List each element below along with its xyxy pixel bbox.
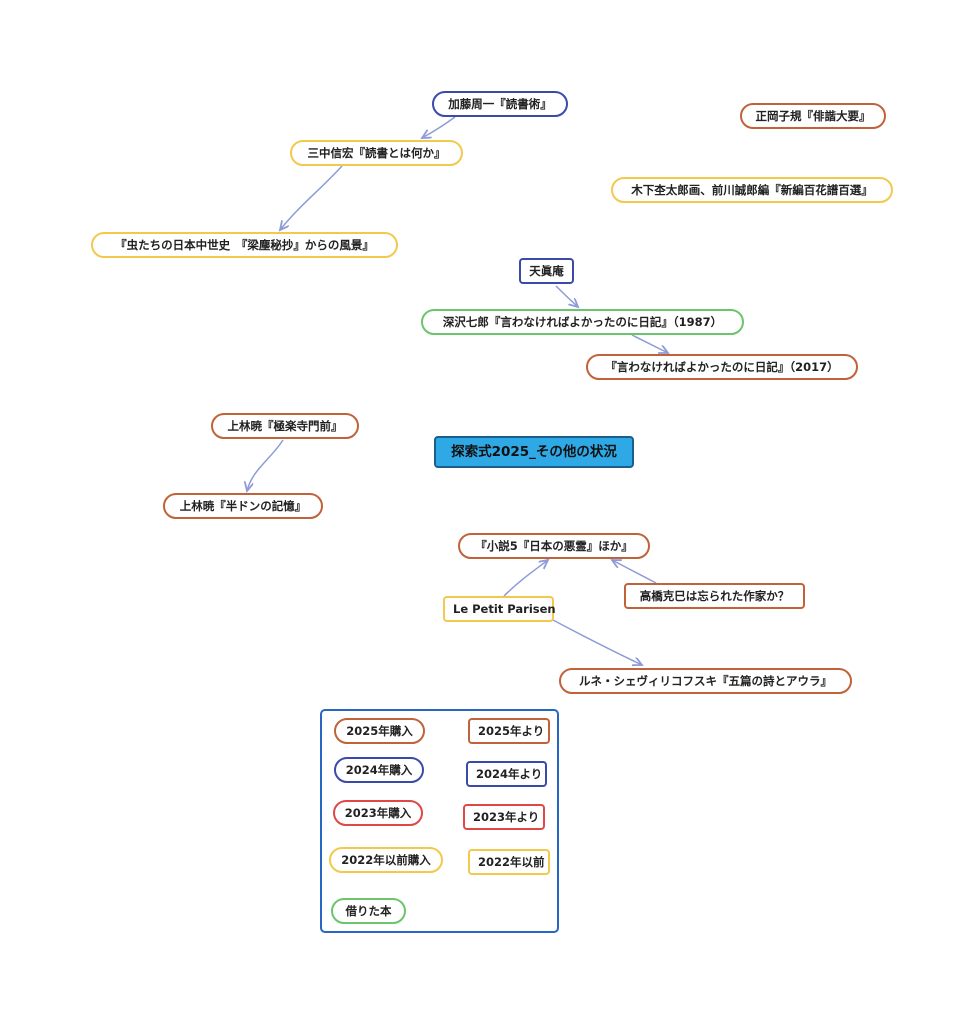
edge-petit-shosetsu xyxy=(503,560,548,597)
node-mushi[interactable]: 『虫たちの日本中世史 『梁塵秘抄』からの風景』 xyxy=(91,232,398,258)
node-kinoshita[interactable]: 木下杢太郎画、前川誠郎編『新編百花譜百選』 xyxy=(611,177,893,203)
node-takahashi[interactable]: 高橋克巳は忘られた作家か？ xyxy=(624,583,805,609)
node-tenshin[interactable]: 天眞庵 xyxy=(519,258,574,284)
edge-kambayashi xyxy=(247,439,284,491)
node-kato[interactable]: 加藤周一『読書術』 xyxy=(432,91,568,117)
node-kambayashi-handon[interactable]: 上林暁『半ドンの記憶』 xyxy=(163,493,323,519)
node-iwanakereba[interactable]: 『言わなければよかったのに日記』（2017） xyxy=(586,354,858,380)
node-masaoka[interactable]: 正岡子規『俳諧大要』 xyxy=(740,103,886,129)
legend-2024-purchase: 2024年購入 xyxy=(334,757,424,783)
node-fukazawa[interactable]: 深沢七郎『言わなければよかったのに日記』（1987） xyxy=(421,309,744,335)
edge-minaka-mushi xyxy=(280,165,343,230)
legend-2025-from: 2025年より xyxy=(468,718,550,744)
node-petit-parisen[interactable]: Le Petit Parisen xyxy=(443,596,556,622)
node-rene[interactable]: ルネ・シェヴィリコフスキ『五篇の詩とアウラ』 xyxy=(559,668,852,694)
edge-tenshin-fukazawa xyxy=(555,285,578,307)
node-kambayashi-gokurakuji[interactable]: 上林暁『極楽寺門前』 xyxy=(211,413,359,439)
legend-2022-before: 2022年以前 xyxy=(468,849,550,875)
node-minaka[interactable]: 三中信宏『読書とは何か』 xyxy=(290,140,463,166)
edge-takahashi-shosetsu xyxy=(612,560,657,584)
edge-kato-minaka xyxy=(422,116,456,138)
legend-borrowed: 借りた本 xyxy=(331,898,406,924)
node-shosetsu[interactable]: 『小説5『日本の悪霊』ほか』 xyxy=(458,533,650,559)
legend-2023-from: 2023年より xyxy=(463,804,545,830)
central-topic[interactable]: 探索式2025_その他の状況 xyxy=(434,436,634,468)
legend-2023-purchase: 2023年購入 xyxy=(333,800,423,826)
legend-2022-purchase: 2022年以前購入 xyxy=(329,847,443,873)
edge-petit-rene xyxy=(552,619,642,665)
edge-fukazawa-iwanakereba xyxy=(631,334,668,353)
legend-2025-purchase: 2025年購入 xyxy=(334,718,425,744)
legend-2024-from: 2024年より xyxy=(466,761,547,787)
